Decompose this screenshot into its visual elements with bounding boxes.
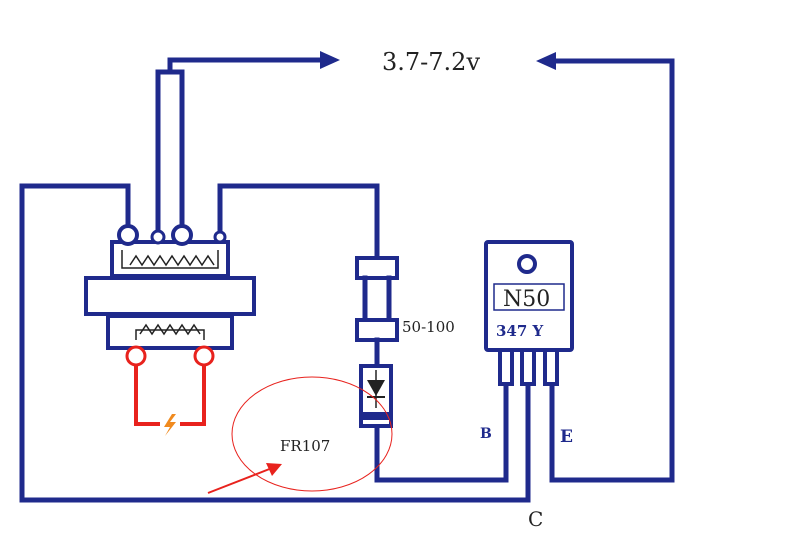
pin-c-label: C	[528, 507, 543, 531]
diode	[359, 364, 509, 483]
resistor	[355, 256, 399, 367]
arrow-left-icon	[536, 52, 556, 70]
pin-e-label: E	[560, 427, 573, 447]
arrow-right-icon	[320, 51, 340, 69]
pin-b-label: B	[480, 426, 492, 442]
supply-wire-left	[155, 51, 340, 233]
diode-part-label: FR107	[280, 437, 330, 455]
terminal-3	[171, 224, 193, 246]
highlight-ellipse	[231, 376, 393, 492]
secondary-winding	[106, 314, 234, 350]
feedback-wire	[217, 183, 380, 261]
lightning-icon	[164, 414, 176, 436]
terminal-2	[150, 229, 166, 245]
transistor	[484, 240, 574, 386]
terminal-4	[213, 230, 227, 244]
transistor-part-label: N50	[503, 287, 550, 312]
transformer	[84, 224, 256, 350]
transistor-code-label: 347 Y	[496, 322, 544, 340]
transformer-core	[84, 276, 256, 316]
resistor-value-label: 50-100	[402, 318, 455, 336]
supply-wire-right	[536, 52, 675, 483]
terminal-1	[117, 224, 139, 246]
pointer-arrow-icon	[207, 463, 282, 494]
output-spark-loop	[125, 345, 215, 436]
voltage-label: 3.7-7.2v	[382, 48, 480, 76]
collector-loop-wire	[19, 183, 531, 503]
